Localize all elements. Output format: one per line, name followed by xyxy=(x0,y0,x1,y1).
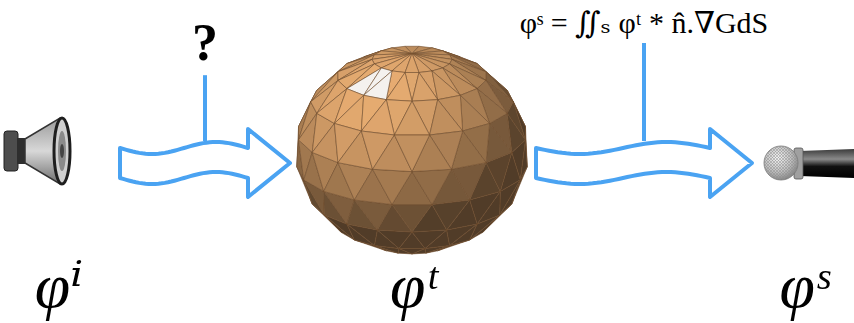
mesh-facet xyxy=(412,230,447,249)
mesh-facet xyxy=(394,135,429,172)
field-label: φᵗ xyxy=(386,254,440,320)
mesh-facet xyxy=(486,123,512,162)
mesh-facet xyxy=(354,200,392,230)
mesh-facet xyxy=(432,71,460,100)
mesh-facet xyxy=(364,71,392,100)
edge-label: ? xyxy=(189,14,221,71)
sphere-mesh xyxy=(297,46,527,254)
edge-label: φˢ = ∬ₛ φᵗ * n̂.∇GdS xyxy=(517,6,772,39)
scattering-object: φᵗ xyxy=(292,40,534,320)
microphone-icon xyxy=(764,146,854,180)
mesh-facet xyxy=(412,73,438,102)
field-label: φˢ xyxy=(776,254,833,320)
mesh-facet xyxy=(430,100,463,135)
mesh-facet xyxy=(432,200,470,230)
leader-line xyxy=(642,43,646,141)
speaker-icon xyxy=(4,118,70,184)
mesh-facet xyxy=(373,169,412,204)
mesh-facet xyxy=(361,100,394,135)
mesh-facet xyxy=(405,54,419,73)
mesh-facet xyxy=(386,73,412,102)
mesh-facet xyxy=(377,230,412,249)
leader-line xyxy=(203,75,207,141)
mesh-facet xyxy=(392,205,432,232)
receiver: φˢ xyxy=(754,130,854,320)
mesh-facet xyxy=(312,123,338,162)
sound-source: φⁱ xyxy=(0,105,118,320)
mesh-facet xyxy=(412,169,451,204)
mesh-facet xyxy=(394,101,429,135)
field-label: φⁱ xyxy=(31,254,87,320)
